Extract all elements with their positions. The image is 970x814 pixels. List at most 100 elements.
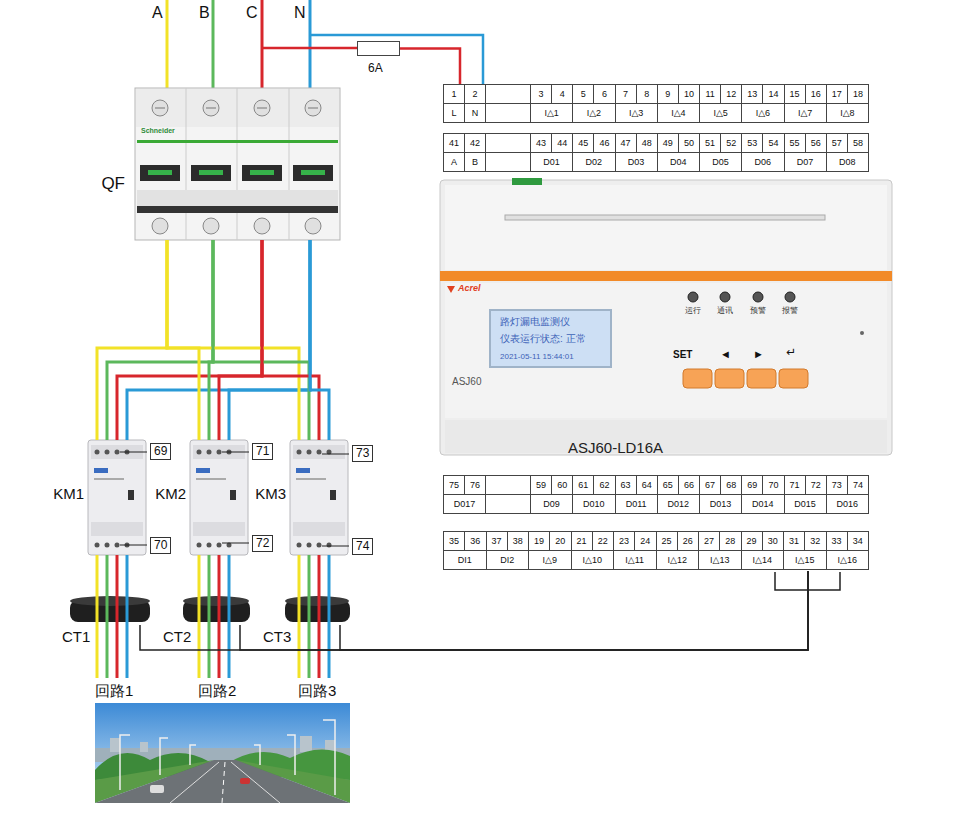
terminal-cell: 13 [741,84,763,104]
terminal-cell: 74 [847,475,869,495]
terminal-cell: 33 [826,531,848,551]
screen-text: 路灯漏电监测仪 [500,316,570,328]
terminal-cell: D03 [615,152,658,172]
terminal-cell: I△8 [826,103,869,123]
wire [228,555,231,595]
terminal-cell: 51 [699,133,721,153]
terminal-cell: 73 [826,475,848,495]
part-label: CT1 [62,628,90,645]
terminal-cell: 56 [805,133,827,153]
terminal-cell: 1 [443,84,465,104]
terminal-cell: L [443,103,465,123]
wire [198,555,201,595]
wire-connector [97,240,310,440]
screen-text: 仪表运行状态: 正常 [500,333,586,345]
terminal-cell: 42 [464,133,486,153]
contactor: KM3 [290,440,348,555]
terminal-cell: D05 [699,152,742,172]
circuit-label: 回路2 [198,682,236,699]
wire-connector [140,571,808,650]
terminal-cell: 55 [784,133,806,153]
part-label: KM1 [53,485,84,502]
terminal-cell: 54 [762,133,784,153]
circuit-breaker: QF [135,88,340,240]
terminal-cell: D012 [657,494,700,514]
terminal-cell: 36 [464,531,486,551]
part-label: QF [101,174,125,194]
wire [106,555,109,595]
terminal-blank [485,494,531,514]
wire-connector [167,240,329,440]
wire [318,555,321,595]
wire [218,555,221,595]
model-label: ASJ60-LD16A [568,439,663,456]
screen-text: 2021-05-11 15:44:01 [500,352,574,361]
terminal-cell: I△3 [615,103,658,123]
terminal-cell: I△9 [528,550,572,570]
indicator-label: 报警 [782,306,798,315]
device-body [440,178,892,455]
terminal-cell: I△2 [572,103,615,123]
terminal-cell: D06 [741,152,784,172]
wire [328,555,331,595]
contactor-body [190,440,248,555]
callout-number: 73 [352,445,373,462]
terminal-cell: 30 [762,531,784,551]
terminal-cell: 16 [805,84,827,104]
terminal-cell: 58 [847,133,869,153]
terminal-cell: I△11 [613,550,657,570]
terminal-cell: I△12 [656,550,700,570]
terminal-cell: 12 [720,84,742,104]
contactor-body [88,440,146,555]
button-label: ◄ [720,348,731,361]
wire-connector [199,555,229,595]
street-photo [95,703,350,803]
indicator-label: 运行 [685,306,701,315]
wire [107,240,213,440]
circuit-label: 回路3 [298,682,336,699]
terminal-cell: 26 [677,531,699,551]
terminal-cell: 48 [636,133,658,153]
terminal-cell: 19 [528,531,550,551]
wire [140,571,808,650]
terminal-cell: 21 [571,531,593,551]
circuit-label: 回路1 [95,682,133,699]
wire-connector [97,555,127,595]
phase-label: A [152,4,163,22]
terminal-cell: 53 [741,133,763,153]
current-transformer: CT3 [285,595,350,625]
terminal-cell: A [443,152,465,172]
terminal-cell: I△10 [571,550,615,570]
terminal-cell: 76 [464,475,486,495]
terminal-cell: 75 [443,475,465,495]
terminal-cell: I△16 [826,550,870,570]
terminal-cell: I△14 [741,550,785,570]
terminal-cell: D02 [572,152,615,172]
callout-number: 74 [352,538,373,555]
wire [208,555,211,595]
button-label: ► [753,348,764,361]
current-transformer: CT1 [70,595,150,625]
terminal-cell: 67 [699,475,721,495]
terminal-cell: I△5 [699,103,742,123]
part-label: CT3 [263,628,291,645]
terminal-cell: D07 [784,152,827,172]
terminal-cell: D014 [741,494,784,514]
load-wires [97,595,329,678]
terminal-cell: 52 [720,133,742,153]
terminal-cell: 71 [784,475,806,495]
callout-number: 70 [150,537,171,554]
wire [117,240,262,440]
wire [126,555,129,595]
wire [219,240,262,440]
terminal-cell: D08 [826,152,869,172]
terminal-cell: 43 [530,133,552,153]
wire [400,49,460,85]
contactor: KM1 [88,440,146,555]
terminal-blank [485,152,531,172]
terminal-cell: D09 [530,494,573,514]
terminal-cell: D017 [443,494,486,514]
terminal-cell: DI1 [443,550,487,570]
contactor-body [290,440,348,555]
terminal-cell: 20 [549,531,571,551]
